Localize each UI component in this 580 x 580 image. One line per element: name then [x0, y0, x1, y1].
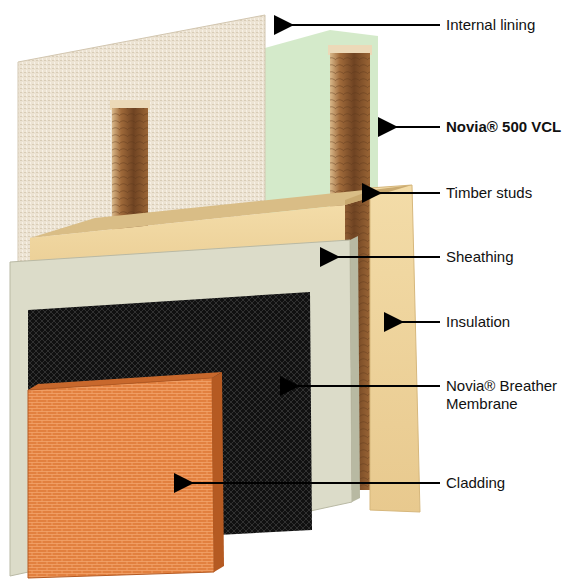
- callout-label: Internal lining: [446, 16, 578, 34]
- insulation-edge: [345, 185, 412, 205]
- cladding: [28, 378, 214, 578]
- callout-label: Insulation: [446, 313, 578, 331]
- insulation-block: [370, 185, 420, 512]
- leader-arrow: [402, 321, 440, 323]
- callout-label: Novia® Breather Membrane: [446, 377, 572, 413]
- callout-label: Novia® 500 VCL: [446, 118, 578, 136]
- leader-arrow: [298, 385, 440, 387]
- sheathing-edge: [350, 236, 360, 502]
- callout-label: Cladding: [446, 474, 578, 492]
- leader-arrow: [380, 192, 440, 194]
- leader-arrow: [192, 482, 440, 484]
- leader-arrow: [396, 126, 440, 128]
- leader-arrow: [338, 256, 440, 258]
- callout-label: Timber studs: [446, 184, 578, 202]
- leader-arrow: [292, 24, 440, 26]
- callout-label: Sheathing: [446, 248, 578, 266]
